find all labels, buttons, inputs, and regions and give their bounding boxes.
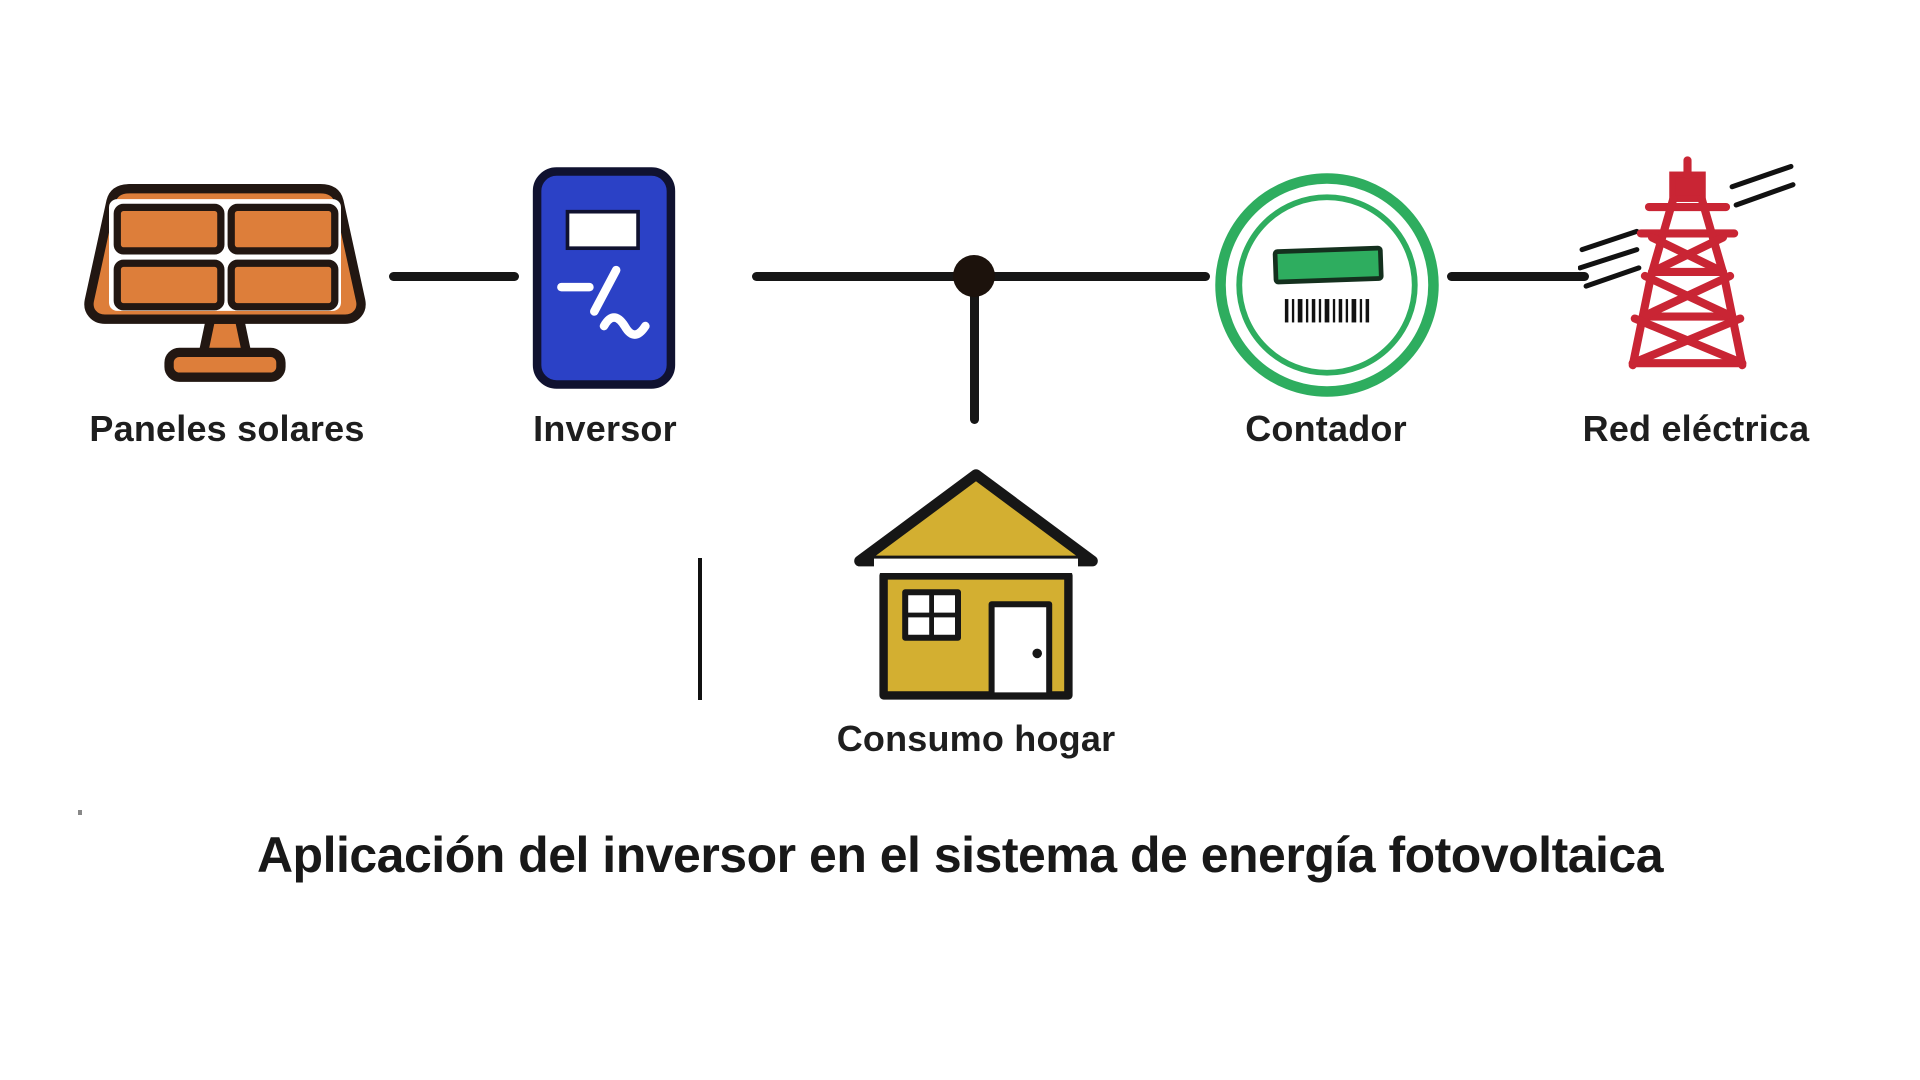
panel-stand-base [164, 347, 286, 382]
wire-meter-to-grid [1447, 272, 1589, 281]
meter-barcode [1284, 299, 1370, 323]
panel-cell [113, 203, 225, 255]
solar-panel-icon [84, 184, 366, 382]
door-knob [1032, 648, 1042, 659]
solar-panel-node [80, 162, 370, 406]
label-paneles-solares: Paneles solares [89, 408, 365, 449]
small-mark [78, 810, 82, 815]
power-tower-icon [1578, 156, 1796, 370]
grid-node [1578, 156, 1796, 400]
label-inversor: Inversor [533, 408, 677, 449]
house-roof [854, 469, 1098, 567]
inverter-body [532, 167, 676, 389]
diagram-title: Aplicación del inversor en el sistema de… [256, 827, 1664, 883]
panel-cell [227, 259, 339, 311]
inverter-icon [532, 167, 676, 389]
meter-icon [1215, 173, 1439, 397]
house-eave-gap [874, 558, 1078, 567]
meter-inner-ring [1236, 194, 1418, 376]
junction-dot [953, 255, 995, 297]
house-node [850, 464, 1102, 706]
wire-panels-to-inverter [389, 272, 519, 281]
meter-node [1210, 168, 1444, 402]
grid-wires [1578, 163, 1796, 289]
inverter-dc-ac-symbol [557, 265, 650, 339]
house-icon [854, 469, 1098, 700]
tower-lattice [1628, 156, 1747, 370]
label-contador: Contador [1245, 408, 1407, 449]
inverter-node [531, 165, 677, 391]
inverter-display [565, 209, 640, 251]
house-door [988, 601, 1053, 699]
label-consumo-hogar: Consumo hogar [836, 718, 1116, 759]
meter-display [1272, 245, 1384, 285]
panel-cell [113, 259, 225, 311]
stray-vertical-line [698, 558, 702, 700]
panel-cell [227, 203, 339, 255]
wire-junction-to-house [970, 278, 979, 424]
label-red-electrica: Red eléctrica [1582, 408, 1810, 449]
